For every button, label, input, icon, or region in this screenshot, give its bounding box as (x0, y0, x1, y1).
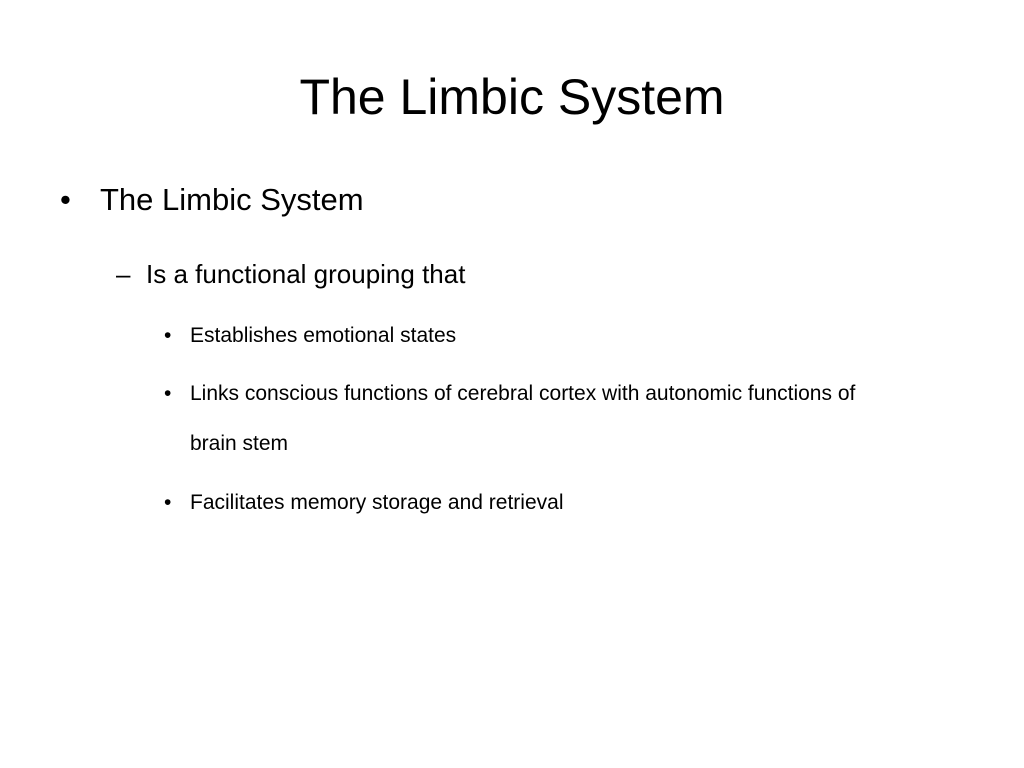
bullet-text: Facilitates memory storage and retrieval (190, 491, 564, 514)
bullet-text: The Limbic System (100, 182, 364, 217)
bullet-level2: – Is a functional grouping that (116, 256, 465, 292)
bullet-text: Links conscious functions of cerebral co… (190, 382, 856, 455)
bullet-level3: • Links conscious functions of cerebral … (164, 369, 890, 469)
bullet-level1: • The Limbic System (60, 180, 364, 220)
bullet-text: Establishes emotional states (190, 324, 457, 347)
slide-title: The Limbic System (299, 69, 725, 125)
bullet-text: Is a functional grouping that (146, 259, 466, 289)
bullet-marker: • (164, 491, 172, 514)
bullet-marker: • (164, 382, 172, 405)
bullet-marker: • (60, 182, 71, 217)
bullet-level3: • Facilitates memory storage and retriev… (164, 478, 890, 528)
bullet-level3: • Establishes emotional states (164, 311, 890, 361)
bullet-marker: • (164, 324, 172, 347)
dash-marker: – (116, 259, 131, 289)
